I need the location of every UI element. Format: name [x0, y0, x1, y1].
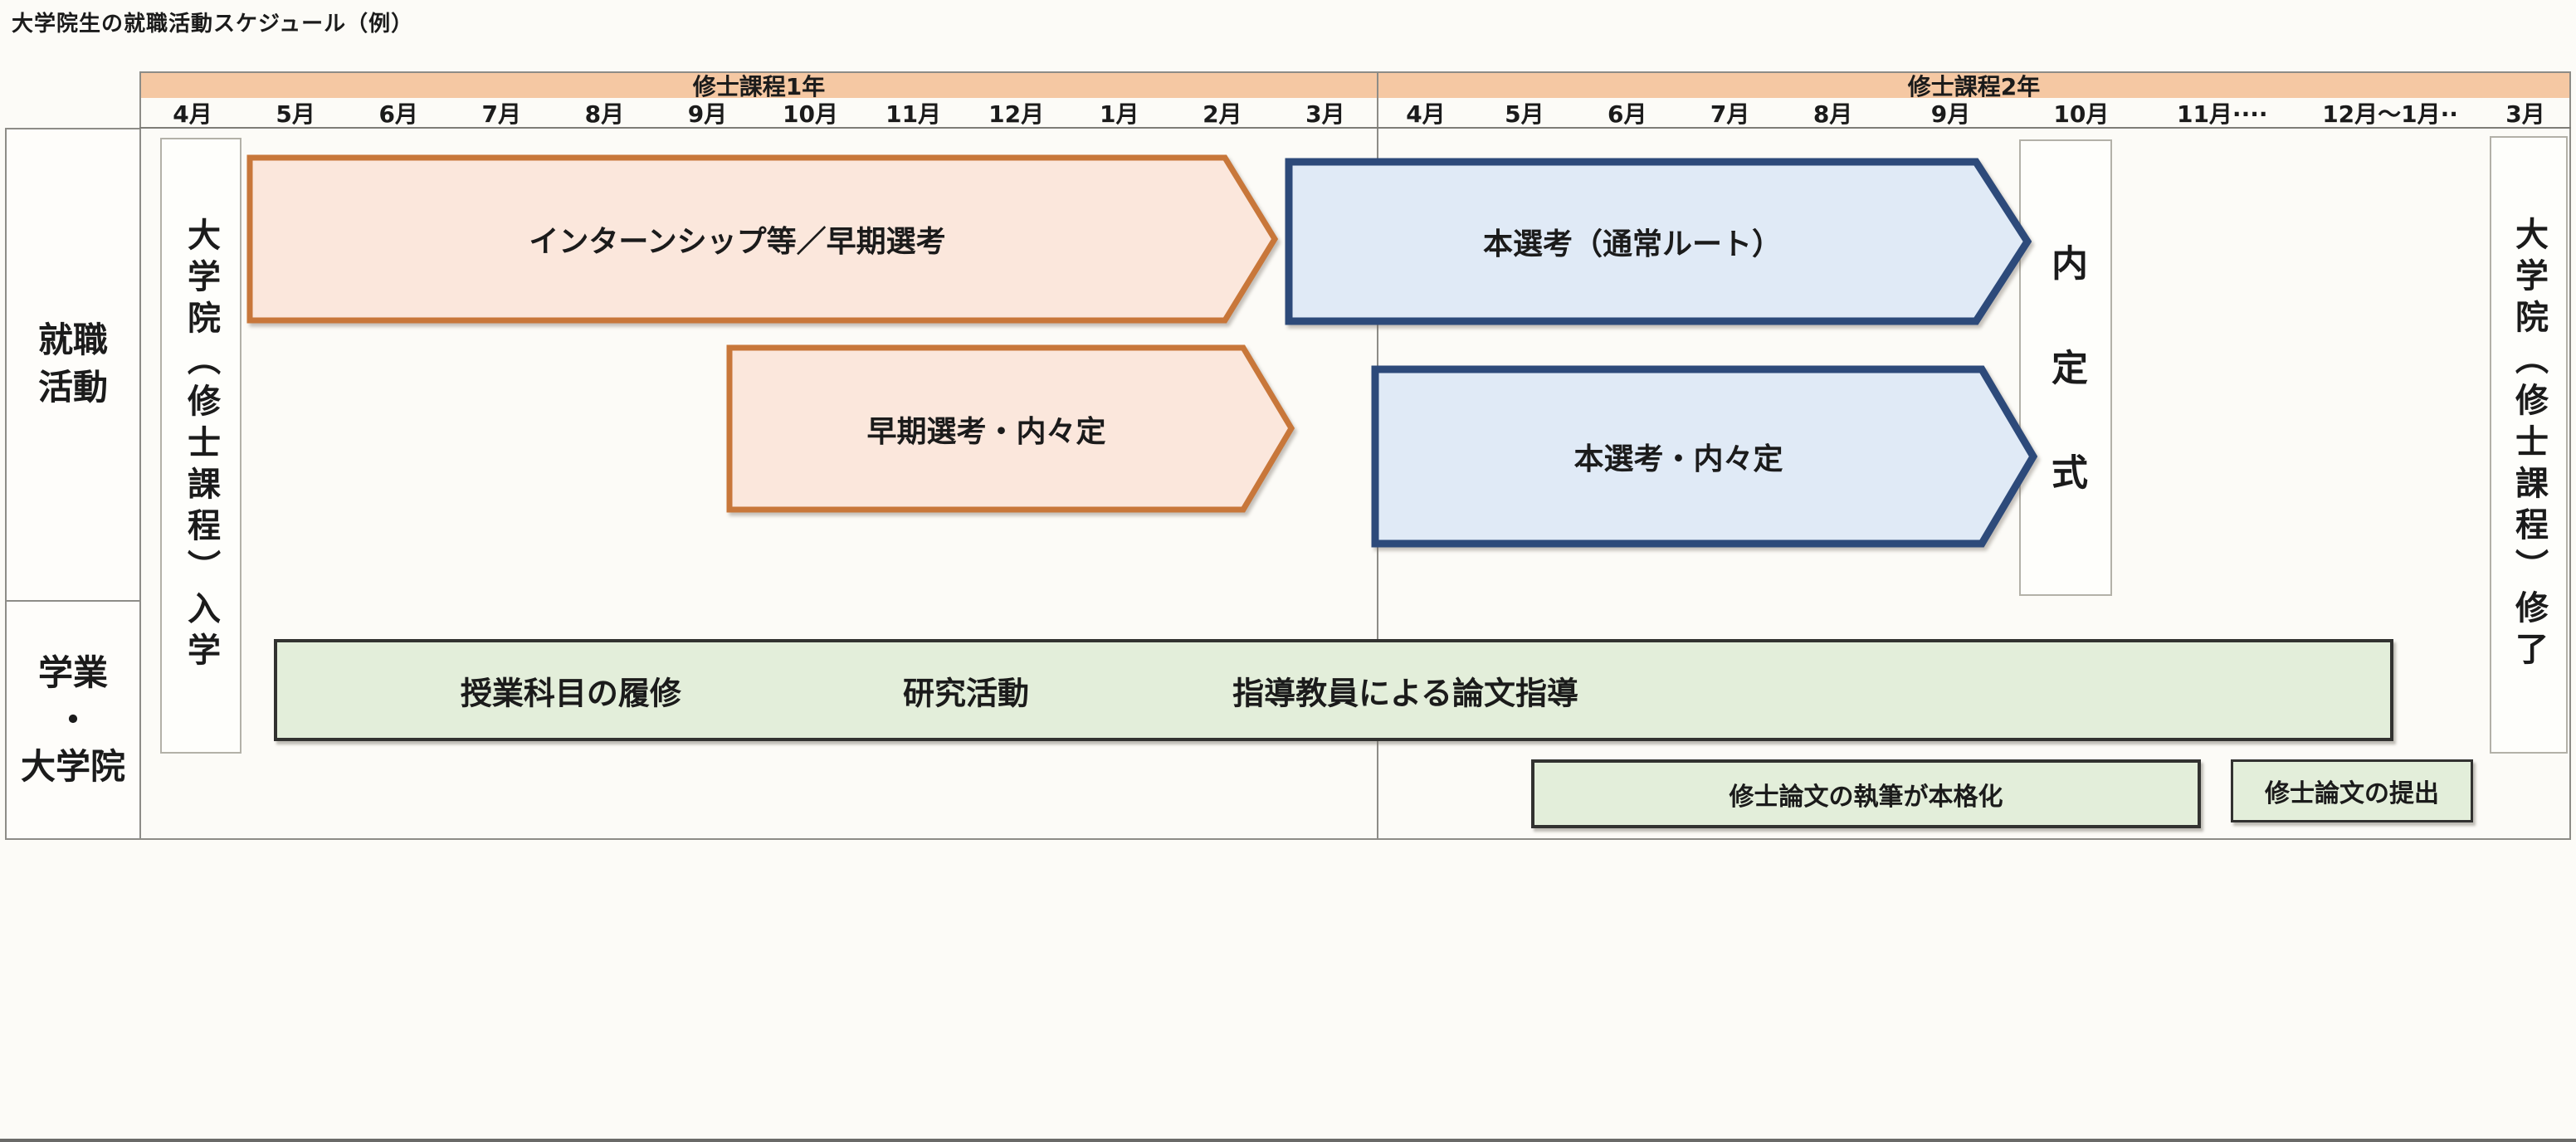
month-label: 9月	[687, 100, 728, 128]
page-title: 大学院生の就職活動スケジュール（例）	[12, 12, 414, 37]
month-label: 9月	[1930, 100, 1971, 128]
scan-edge	[0, 1139, 2576, 1142]
month-label: 4月	[173, 100, 212, 128]
arrow-early-selection-offer: 早期選考・内々定	[726, 344, 1295, 513]
month-label: 10月	[2053, 100, 2110, 128]
arrow-label: 早期選考・内々定	[866, 414, 1106, 449]
month-label: 12月～1月··	[2322, 100, 2458, 128]
right-arrow-shape-icon	[1371, 365, 2037, 548]
right-arrow-shape-icon	[726, 344, 1295, 513]
milestone-naitei-ceremony-label: 内定式	[2045, 244, 2087, 558]
months-underline	[139, 127, 2571, 129]
year2-header: 修士課程2年	[1378, 73, 2569, 100]
month-label: 5月	[276, 100, 315, 128]
month-label: 11月····	[2176, 100, 2268, 128]
milestone-entry-label: 大学院（修士課程）入学	[182, 217, 220, 674]
month-label: 7月	[481, 100, 522, 128]
month-label: 2月	[1203, 100, 1242, 128]
milestone-entry-box: 大学院（修士課程）入学	[160, 138, 242, 754]
thesis-submission-bar: 修士論文の提出	[2231, 759, 2473, 822]
month-label: 6月	[378, 100, 418, 128]
month-label: 7月	[1710, 100, 1750, 128]
row-header-column	[5, 128, 141, 840]
arrow-main-selection-normal-route: 本選考（通常ルート）	[1285, 158, 2032, 325]
month-label: 10月	[783, 100, 838, 128]
row-header-academics: 学業 ・ 大学院	[20, 652, 125, 788]
year1-header: 修士課程1年	[141, 73, 1377, 100]
month-label: 8月	[584, 100, 625, 128]
month-label: 6月	[1608, 100, 1647, 128]
milestone-completion-label: 大学院（修士課程）修了	[2510, 217, 2548, 673]
academics-main-bar: 授業科目の履修 研究活動 指導教員による論文指導	[274, 639, 2393, 741]
month-label: 12月	[988, 100, 1045, 128]
month-label: 8月	[1812, 100, 1853, 128]
milestone-completion-box: 大学院（修士課程）修了	[2490, 136, 2568, 754]
month-label: 4月	[1406, 100, 1446, 128]
arrow-internship-early-selection: インターンシップ等／早期選考	[246, 154, 1278, 324]
arrow-label: インターンシップ等／早期選考	[529, 225, 946, 259]
month-label: 3月	[2505, 100, 2545, 128]
month-label: 3月	[1305, 100, 1345, 128]
arrow-main-selection-offer: 本選考・内々定	[1371, 365, 2037, 548]
arrow-label: 本選考・内々定	[1573, 442, 1783, 476]
months-row-year1: 4月 5月 6月 7月 8月 9月 10月 11月 12月 1月 2月 3月	[141, 98, 1377, 128]
right-arrow-shape-icon	[246, 154, 1278, 324]
academic-activity-label: 研究活動	[902, 675, 1029, 711]
milestone-naitei-ceremony-box: 内定式	[2019, 139, 2112, 596]
academic-activity-label: 指導教員による論文指導	[1232, 675, 1578, 711]
month-label: 5月	[1505, 100, 1544, 128]
arrow-label: 本選考（通常ルート）	[1482, 227, 1782, 261]
row-divider-line	[5, 600, 141, 602]
month-label: 1月	[1100, 100, 1139, 128]
right-arrow-shape-icon	[1285, 158, 2032, 325]
row-header-job-hunting: 就職 活動	[37, 320, 108, 408]
months-row-year2: 4月 5月 6月 7月 8月 9月 10月 11月···· 12月～1月·· 3月	[1378, 98, 2569, 128]
thesis-writing-bar: 修士論文の執筆が本格化	[1531, 759, 2201, 828]
month-label: 11月	[886, 100, 942, 128]
academic-activity-label: 授業科目の履修	[460, 675, 681, 711]
